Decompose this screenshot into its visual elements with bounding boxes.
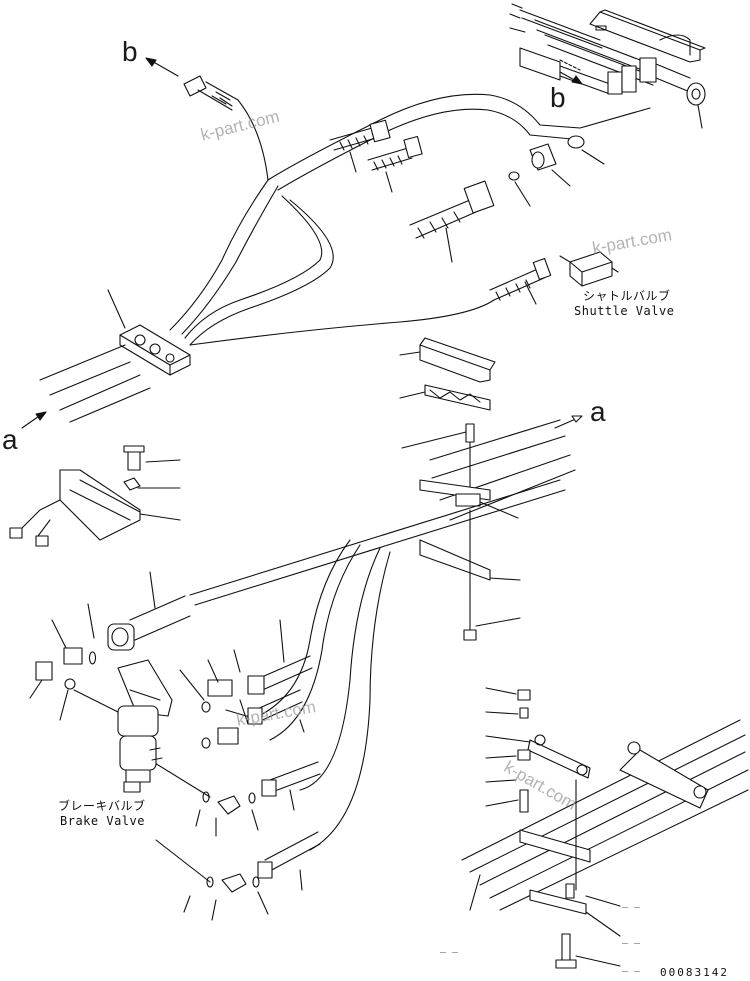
callout-b-right: b (550, 82, 566, 113)
a-arrow-left (21, 411, 47, 429)
hose-clamp (39, 289, 191, 423)
brake-fittings (29, 619, 321, 921)
shuttle-valve-label-en: Shuttle Valve (574, 304, 675, 318)
brake-valve-part (73, 659, 173, 793)
part-number-mark-3: _ _ (622, 961, 641, 972)
upper-hoses (169, 75, 651, 346)
long-lines (87, 479, 566, 851)
a-arrow-right (554, 415, 583, 429)
part-number-mark-4: _ _ (440, 942, 459, 953)
brake-valve-label-en: Brake Valve (60, 814, 145, 828)
part-number-mark-2: _ _ (622, 933, 641, 944)
shuttle-valve-part (559, 251, 619, 287)
part-number-mark-1: _ _ (622, 897, 641, 908)
b-arrow-left (145, 57, 179, 77)
b-arrow-right (559, 71, 583, 85)
callout-a-left: a (2, 424, 18, 455)
pedal-assembly (9, 445, 181, 547)
drawing-code: 00083142 (660, 966, 729, 979)
valve-manifold-assembly (509, 3, 706, 129)
bottom-right-clamps (461, 687, 749, 969)
brake-valve-label-jp: ブレーキバルブ (58, 799, 146, 813)
shuttle-valve-label-jp: シャトルバルブ (583, 289, 671, 303)
middle-brackets (399, 337, 576, 641)
callout-b-left: b (122, 36, 138, 67)
callout-a-right: a (590, 396, 606, 427)
